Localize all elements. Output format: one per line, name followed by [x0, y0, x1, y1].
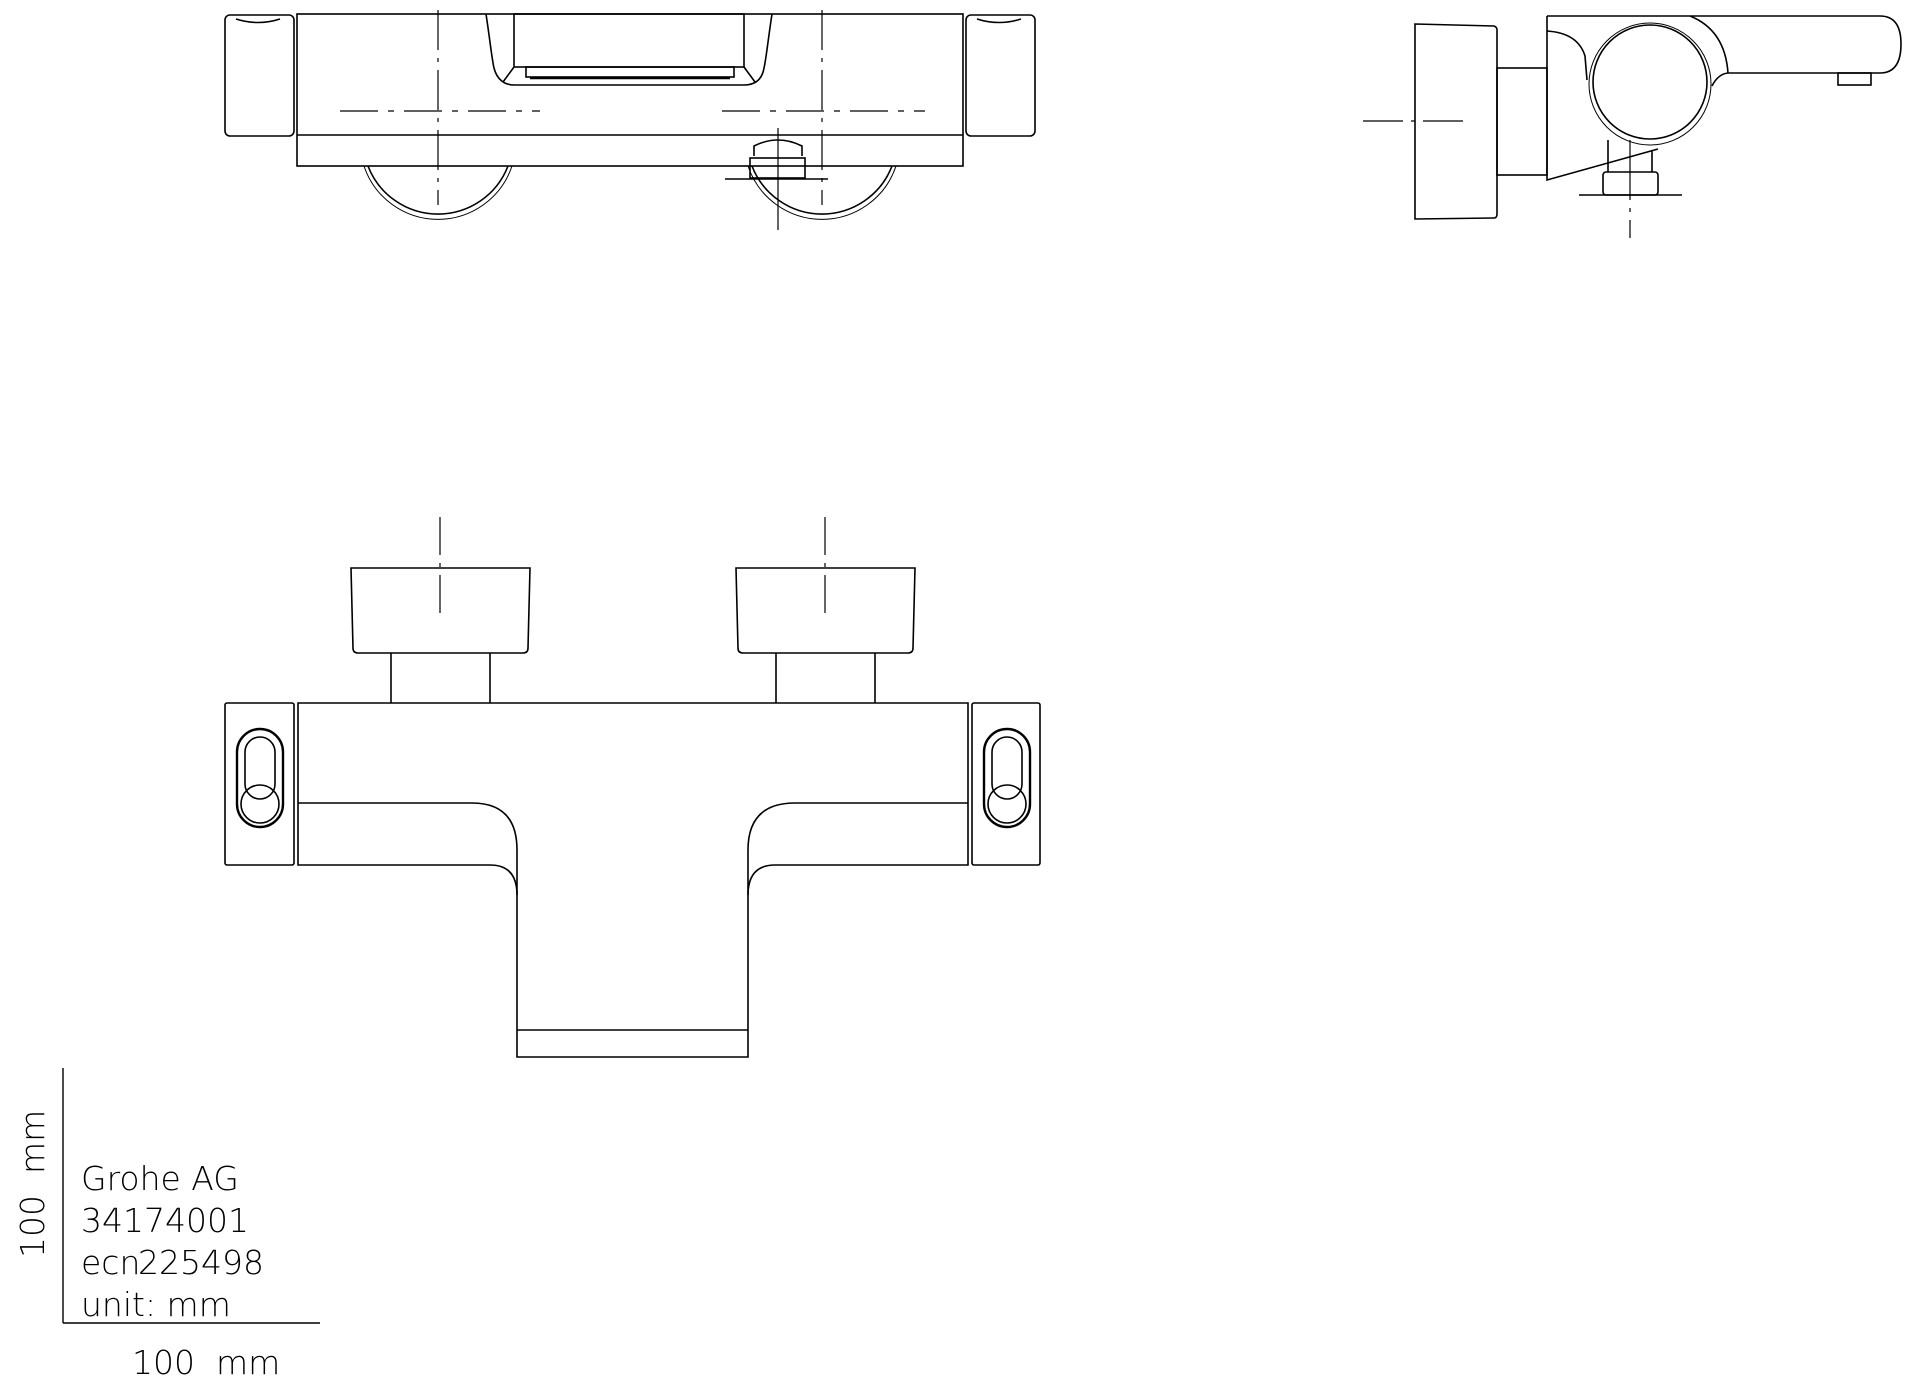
left-cap-detail — [235, 18, 281, 24]
right-slot-pin — [987, 784, 1027, 824]
front-left-plate — [224, 702, 295, 866]
front-right-shoulder — [747, 802, 968, 895]
side-valve-circle — [1592, 24, 1708, 140]
top-window-outline — [485, 13, 773, 86]
left-slot-pin — [240, 784, 280, 824]
top-window-inner — [513, 13, 745, 68]
right-end-cap — [965, 14, 1036, 137]
side-body — [1546, 15, 1902, 182]
front-left-knob — [350, 567, 531, 654]
side-view-centerlines — [1363, 120, 1631, 238]
title-block: Grohe AG 34174001 ecn 225498 unit: mm — [81, 1159, 264, 1324]
left-slot — [235, 727, 285, 829]
front-right-knob — [735, 567, 916, 654]
top-body — [296, 13, 964, 167]
right-slot — [982, 727, 1032, 829]
front-view — [224, 567, 1041, 1058]
side-knob — [1414, 23, 1498, 220]
ecn-prefix-label: ecn — [81, 1243, 140, 1282]
top-view-centerlines — [340, 10, 925, 230]
left-end-cap — [224, 14, 295, 137]
side-connector — [1496, 67, 1548, 176]
front-body — [297, 702, 969, 1058]
right-valve-arc — [751, 165, 893, 215]
side-view — [1414, 15, 1902, 220]
front-right-plate — [971, 702, 1041, 866]
aerator — [1837, 72, 1872, 86]
front-left-shoulder — [298, 802, 518, 895]
top-view — [224, 13, 1036, 220]
scale-horizontal-label: 100 mm — [132, 1343, 280, 1382]
scale-vertical-label: 100 mm — [13, 1110, 52, 1258]
manufacturer-label: Grohe AG — [81, 1159, 239, 1198]
unit-label: unit: mm — [81, 1285, 231, 1324]
top-window-slot — [525, 66, 735, 78]
scale-bar — [62, 1068, 320, 1324]
front-view-centerlines — [439, 517, 826, 621]
ecn-number-label: 225498 — [138, 1243, 264, 1282]
part-number-label: 34174001 — [81, 1201, 249, 1240]
right-cap-detail — [976, 18, 1022, 24]
left-valve-arc — [367, 165, 509, 215]
